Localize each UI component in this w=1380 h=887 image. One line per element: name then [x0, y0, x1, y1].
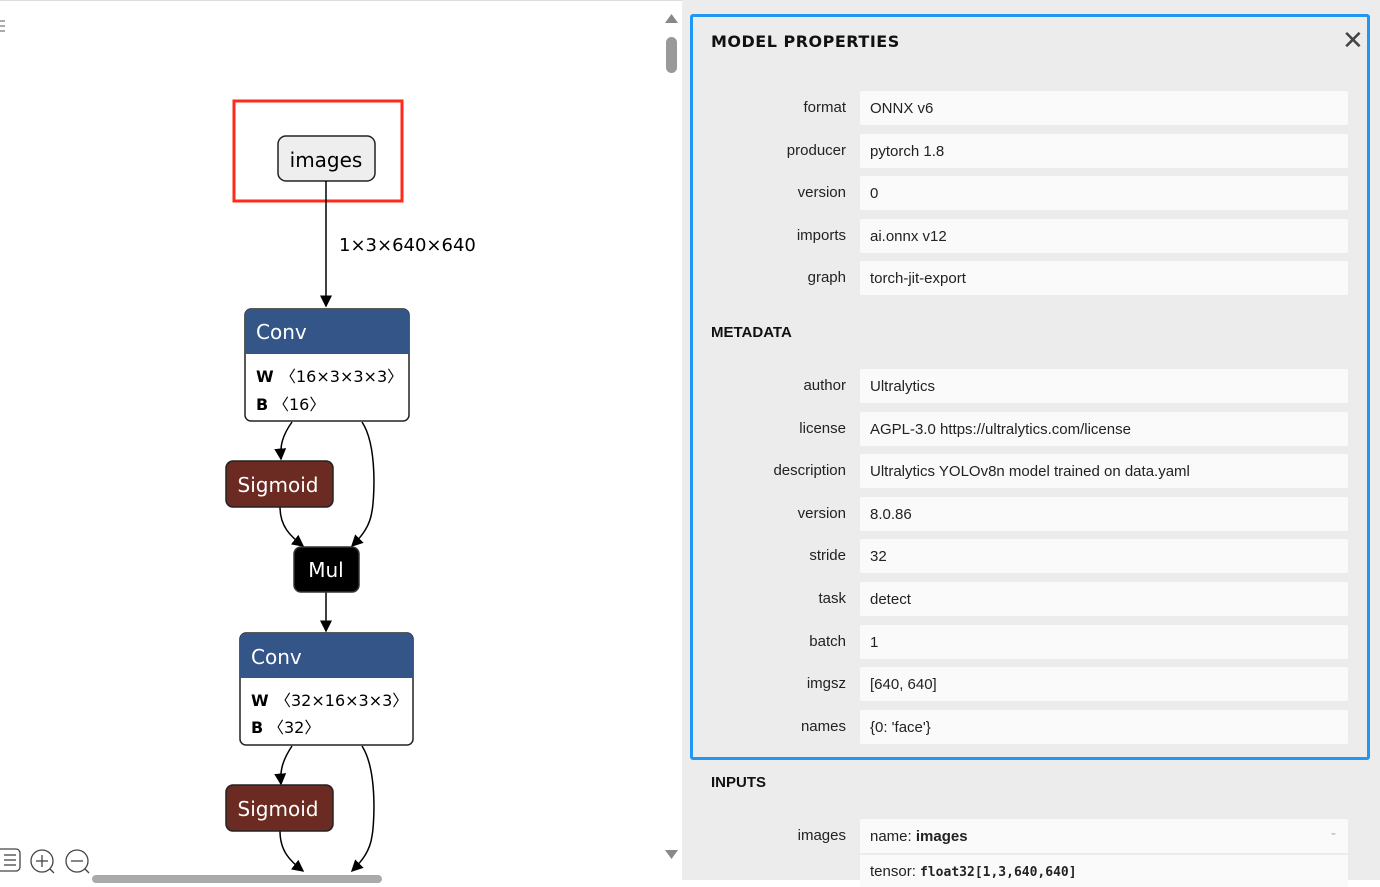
property-label: format	[803, 99, 846, 116]
property-row-imports: imports ai.onnx v12	[682, 218, 1380, 253]
property-value[interactable]: detect	[860, 582, 1348, 616]
node-images[interactable]: images	[277, 135, 376, 182]
property-value[interactable]: 32	[860, 539, 1348, 574]
properties-box	[690, 14, 1370, 760]
property-row-names: names {0: 'face'}	[682, 709, 1380, 744]
edge-label: 1×3×640×640	[339, 235, 476, 256]
inputs-heading: INPUTS	[711, 774, 767, 791]
property-value[interactable]: AGPL-3.0 https://ultralytics.com/license	[860, 411, 1348, 446]
vertical-scrollbar[interactable]	[666, 37, 677, 73]
zoom-in-icon[interactable]	[30, 849, 55, 874]
panel-title: MODEL PROPERTIES	[711, 32, 900, 51]
property-row-batch: batch 1	[682, 624, 1380, 659]
metadata-heading: METADATA	[711, 324, 792, 341]
expand-button[interactable]: -	[1331, 825, 1336, 842]
property-value[interactable]: {0: 'face'}	[860, 709, 1348, 744]
property-label: stride	[809, 547, 846, 565]
node-mul[interactable]: Mul	[293, 546, 360, 593]
attr-value: 〈16〉	[273, 395, 325, 414]
node-label: Conv	[251, 645, 302, 669]
zoom-out-icon[interactable]	[65, 849, 90, 874]
property-row-imgsz: imgsz [640, 640]	[682, 667, 1380, 702]
property-row-version: version 8.0.86	[682, 496, 1380, 531]
tensor-prefix: tensor:	[870, 863, 921, 880]
list-view-icon[interactable]	[0, 848, 21, 872]
graph-view[interactable]: images 1×3×640×640 Conv W 〈16×3×3×3〉 B 〈…	[0, 0, 682, 883]
input-name: images	[915, 828, 968, 845]
node-conv-1[interactable]: Conv W 〈16×3×3×3〉 B 〈16〉	[244, 308, 410, 422]
input-value[interactable]: name: images - tensor: float32[1,3,640,6…	[860, 819, 1348, 887]
property-row-stride: stride 32	[682, 539, 1380, 574]
property-label: license	[799, 419, 846, 437]
property-value[interactable]: 0	[860, 176, 1348, 211]
property-label: author	[803, 377, 846, 394]
property-row-version: version 0	[682, 176, 1380, 211]
attr-name: W	[251, 691, 269, 710]
model-properties-panel: MODEL PROPERTIES ✕ format ONNX v6 producer…	[682, 0, 1380, 887]
node-label: Conv	[256, 320, 307, 344]
edges	[274, 181, 375, 873]
property-row-author: author Ultralytics	[682, 369, 1380, 403]
property-value[interactable]: [640, 640]	[860, 667, 1348, 702]
property-row-producer: producer pytorch 1.8	[682, 133, 1380, 168]
property-label: imgsz	[806, 675, 846, 693]
attr-value: 〈16×3×3×3〉	[280, 367, 403, 386]
tensor-type: float32[1,3,640,640]	[920, 865, 1077, 880]
property-label: version	[797, 504, 846, 522]
scroll-up-icon[interactable]	[665, 14, 678, 23]
property-value[interactable]: 1	[860, 624, 1348, 659]
close-icon[interactable]: ✕	[1342, 26, 1364, 56]
property-label: batch	[809, 632, 846, 650]
property-value[interactable]: ai.onnx v12	[860, 218, 1348, 253]
property-value[interactable]: torch-jit-export	[860, 261, 1348, 296]
node-sigmoid-1[interactable]: Sigmoid	[225, 460, 334, 508]
scroll-down-icon[interactable]	[665, 850, 678, 859]
property-value[interactable]: pytorch 1.8	[860, 133, 1348, 168]
property-row-license: license AGPL-3.0 https://ultralytics.com/…	[682, 411, 1380, 446]
node-label: Sigmoid	[238, 797, 319, 821]
attr-name: W	[256, 367, 274, 386]
property-label: producer	[786, 141, 846, 159]
property-label: description	[773, 462, 846, 480]
property-value[interactable]: 8.0.86	[860, 496, 1348, 531]
input-label: images	[797, 827, 846, 844]
property-label: graph	[807, 269, 846, 287]
property-row-format: format ONNX v6	[682, 91, 1380, 125]
node-sigmoid-2[interactable]: Sigmoid	[225, 784, 334, 832]
horizontal-scrollbar[interactable]	[92, 875, 382, 883]
node-conv-2[interactable]: Conv W 〈32×16×3×3〉 B 〈32〉	[239, 632, 414, 746]
name-prefix: name:	[870, 828, 916, 845]
input-row: images name: images - tensor: float32[1,…	[682, 819, 1380, 887]
property-row-task: task detect	[682, 582, 1380, 616]
property-label: task	[818, 590, 846, 607]
graph-canvas: images 1×3×640×640 Conv W 〈16×3×3×3〉 B 〈…	[0, 14, 678, 874]
node-label: Mul	[308, 558, 344, 582]
property-label: names	[800, 717, 846, 735]
property-row-description: description Ultralytics YOLOv8n model tra…	[682, 454, 1380, 489]
attr-value: 〈32×16×3×3〉	[275, 691, 408, 710]
property-value[interactable]: Ultralytics	[860, 369, 1348, 403]
node-label: images	[290, 148, 363, 172]
highlight-box	[232, 99, 404, 203]
attr-name: B	[251, 718, 263, 737]
property-row-graph: graph torch-jit-export	[682, 261, 1380, 296]
attr-name: B	[256, 395, 268, 414]
menu-icon[interactable]	[0, 20, 5, 32]
attr-value: 〈32〉	[268, 718, 320, 737]
property-value[interactable]: Ultralytics YOLOv8n model trained on dat…	[860, 454, 1348, 489]
property-value[interactable]: ONNX v6	[860, 91, 1348, 125]
property-label: version	[797, 184, 846, 202]
node-label: Sigmoid	[238, 473, 319, 497]
property-label: imports	[796, 226, 846, 244]
